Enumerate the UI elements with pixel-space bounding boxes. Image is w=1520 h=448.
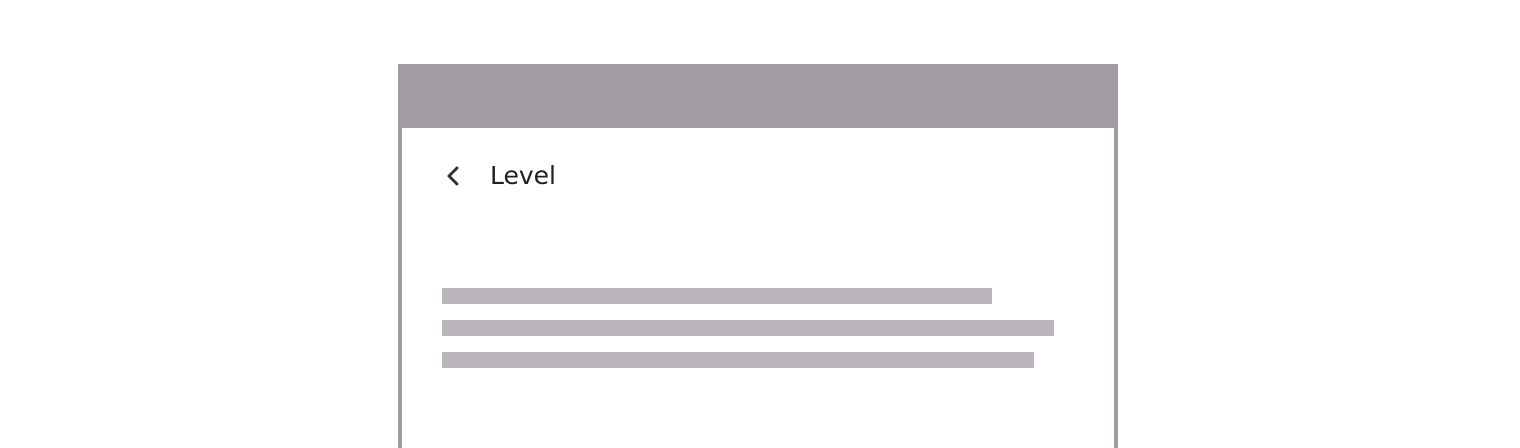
skeleton-line	[442, 320, 1054, 336]
skeleton-line	[442, 288, 992, 304]
chevron-left-icon	[447, 166, 459, 186]
skeleton-line	[442, 352, 1034, 368]
panel-header: Level	[442, 160, 556, 192]
back-button[interactable]	[442, 164, 466, 188]
top-bar	[398, 64, 1118, 128]
panel-frame: Level	[398, 64, 1118, 448]
page-title: Level	[490, 161, 556, 190]
